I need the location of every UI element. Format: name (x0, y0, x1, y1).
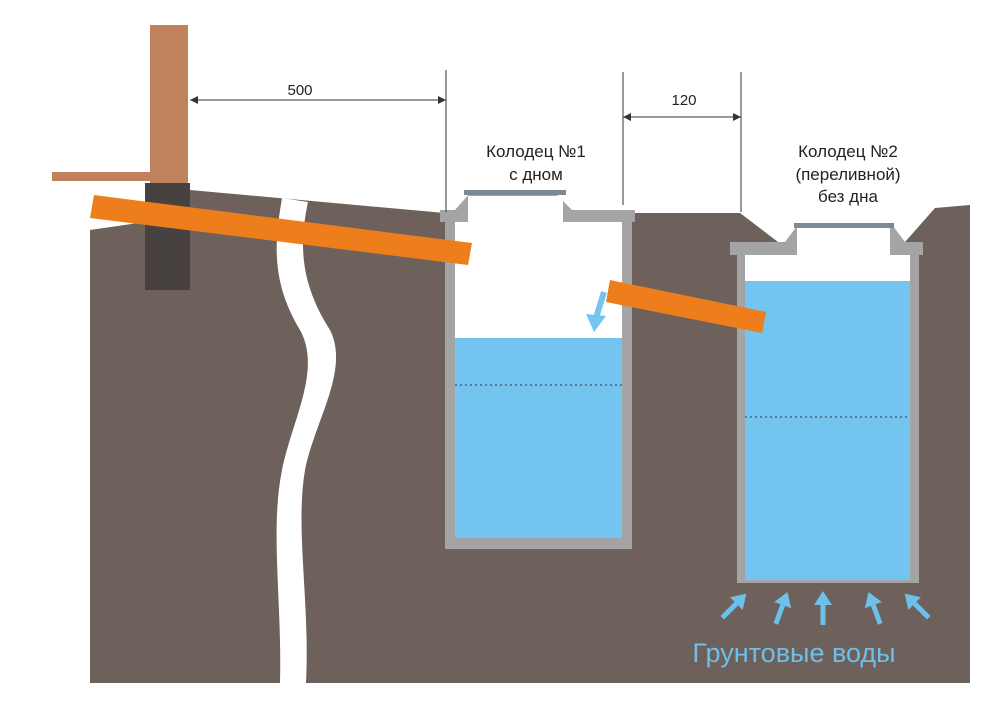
well-2-subtitle-2: без дна (818, 187, 878, 206)
well-2-subtitle: (переливной) (795, 165, 900, 184)
groundwater-label: Грунтовые воды (692, 638, 895, 668)
flow-arrow-head (586, 314, 606, 332)
well-2 (730, 223, 923, 583)
well-1-subtitle: с дном (509, 165, 563, 184)
dimension-120: 120 (671, 92, 696, 109)
inlet-pipe (90, 195, 472, 265)
well-1-water (455, 338, 622, 538)
flow-arrow-icon (593, 291, 607, 319)
groundwater-arrows (720, 591, 931, 625)
overflow-pipe (606, 280, 766, 333)
well-2-water (745, 281, 910, 580)
dimension-500: 500 (287, 82, 312, 99)
house-shelf (52, 172, 150, 181)
well-1 (440, 190, 635, 549)
soil-crack (276, 198, 337, 683)
well-2-title: Колодец №2 (798, 142, 898, 161)
dimension-lines (190, 70, 742, 212)
foundation (145, 183, 190, 290)
well-1-title: Колодец №1 (486, 142, 586, 161)
house-post (150, 25, 188, 183)
